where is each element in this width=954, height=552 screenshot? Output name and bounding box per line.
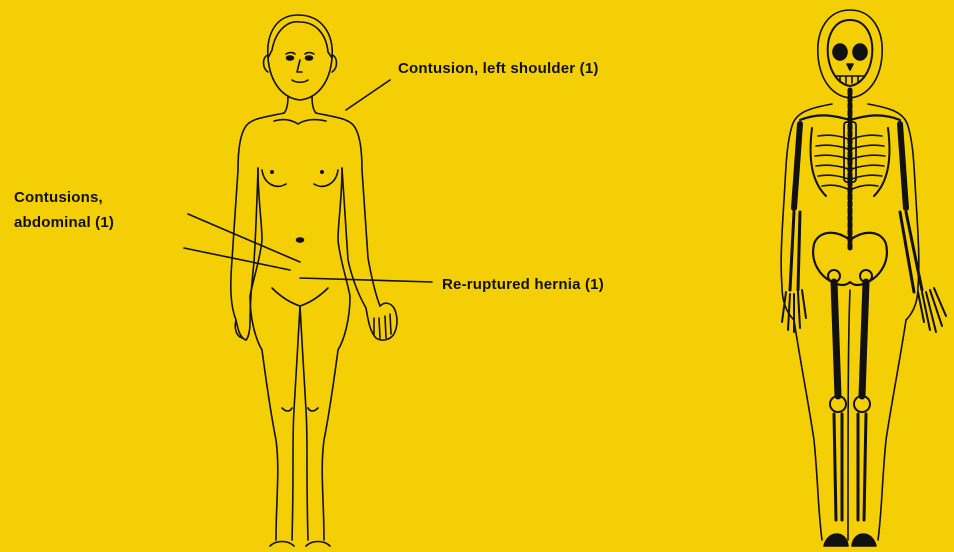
annotation-abdominal-contusions: Contusions, abdominal (1) (14, 185, 114, 235)
annotation-abdominal-contusions-line2: abdominal (1) (14, 210, 114, 235)
annotation-shoulder-contusion: Contusion, left shoulder (1) (398, 56, 599, 81)
annotation-abdominal-contusions-line1: Contusions, (14, 185, 114, 210)
annotation-hernia: Re-ruptured hernia (1) (442, 272, 604, 297)
